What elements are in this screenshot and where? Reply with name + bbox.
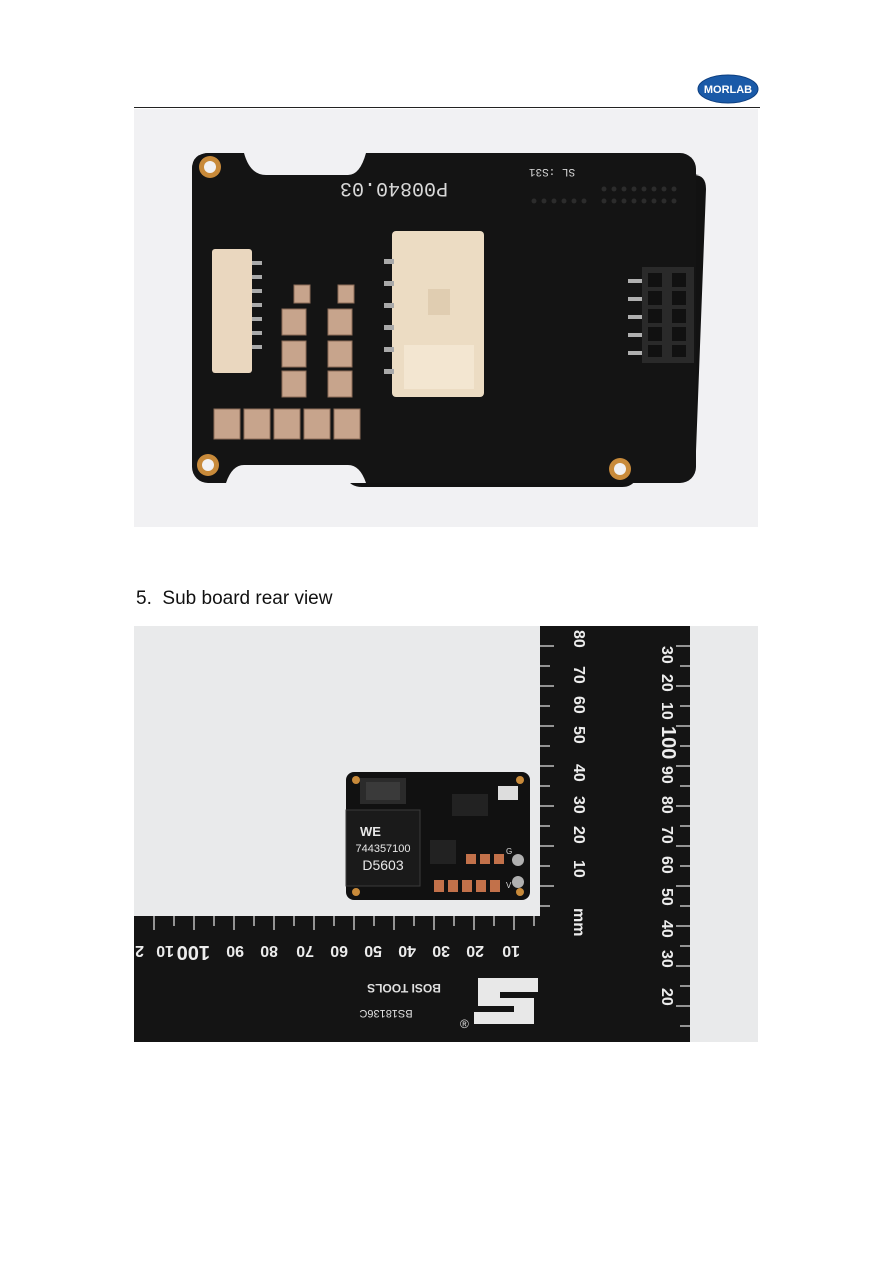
ruler-v-inner-label: 20	[570, 826, 587, 844]
board-photo-1: P00840.03 SL :S31	[134, 109, 758, 527]
board-code-text: P00840.03	[340, 176, 448, 199]
ruler-v-inner-label: 40	[570, 764, 587, 782]
pad-label-v: V	[506, 881, 512, 890]
sub-board: WE 744357100 D5603 G V	[345, 772, 530, 900]
ruler-v-label: 20	[658, 674, 675, 692]
ruler-h-label: 60	[330, 942, 348, 959]
ruler-v-inner-label: 70	[570, 666, 587, 684]
ruler-h-label: 20	[466, 942, 484, 959]
inductor-brand: WE	[360, 824, 381, 839]
ruler-v-label: 90	[658, 766, 675, 784]
section-number: 5.	[136, 588, 152, 609]
ruler-h-label: 30	[432, 942, 450, 959]
ruler-v-label: 100	[657, 726, 679, 759]
ruler-v-inner-label: 50	[570, 726, 587, 744]
section-caption: 5. Sub board rear view	[136, 588, 332, 610]
ruler-h-label: 100	[177, 941, 210, 963]
ruler-h-label: 2	[135, 942, 144, 959]
section-title: Sub board rear view	[162, 588, 333, 609]
pad-label-g: G	[506, 847, 512, 856]
ruler-v-label: 10	[658, 702, 675, 720]
board-photo-2: 30 20 10 100 90 80 70 60 50 40 30 20 80 …	[134, 626, 758, 1042]
ruler-v-label: 30	[658, 950, 675, 968]
ruler-h-label: 80	[260, 942, 278, 959]
ruler-h-label: 50	[364, 942, 382, 959]
ruler-v-label: 30	[658, 646, 675, 664]
ruler-h-label: 90	[226, 942, 244, 959]
ruler-v-inner-label: 10	[570, 860, 587, 878]
ruler-v-label: 80	[658, 796, 675, 814]
ruler-unit-label: mm	[570, 908, 587, 936]
ruler-registered-mark: ®	[460, 1017, 469, 1031]
board-mark-text: SL :S31	[529, 165, 576, 177]
ruler-v-inner-label: 80	[570, 630, 587, 648]
ruler-h-label: 10	[502, 942, 520, 959]
ruler-v-label: 60	[658, 856, 675, 874]
inductor-code: D5603	[362, 857, 403, 873]
header-rule	[134, 107, 760, 108]
ruler-model: BS18136C	[359, 1007, 412, 1019]
morlab-logo: MORLAB	[697, 74, 759, 104]
ruler-v-inner-label: 60	[570, 696, 587, 714]
ruler-v-inner-label: 30	[570, 796, 587, 814]
bosi-logo-icon	[474, 978, 538, 1024]
ruler-v-label: 40	[658, 920, 675, 938]
ruler-h-label: 70	[296, 942, 314, 959]
inductor-part: 744357100	[355, 843, 410, 855]
ruler-v-label: 50	[658, 888, 675, 906]
ruler-h-label: 40	[398, 942, 416, 959]
logo-text: MORLAB	[704, 84, 752, 96]
ruler-v-label: 70	[658, 826, 675, 844]
ruler-h-label: 10	[156, 942, 174, 959]
ruler-brand: BOSI TOOLS	[367, 981, 441, 995]
ruler-v-label: 20	[658, 988, 675, 1006]
